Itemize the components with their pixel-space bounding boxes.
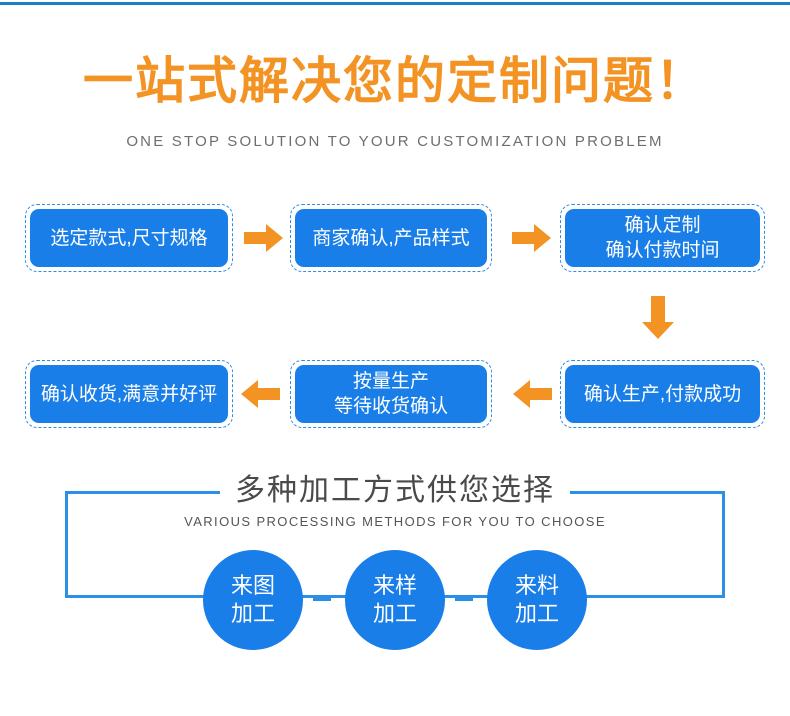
- flow-step-6-label: 确认生产,付款成功: [565, 365, 760, 423]
- flow-step-6: 确认生产,付款成功: [560, 360, 765, 428]
- arrow-left-icon: [512, 378, 552, 410]
- flow-step-4: 确认收货,满意并好评: [25, 360, 233, 428]
- flow-step-1-label: 选定款式,尺寸规格: [30, 209, 228, 267]
- flow-step-1: 选定款式,尺寸规格: [25, 204, 233, 272]
- option-material-circle[interactable]: 来料 加工: [487, 550, 587, 650]
- arrow-right-icon: [244, 222, 284, 254]
- arrow-right-icon: [512, 222, 552, 254]
- flow-step-2-label: 商家确认,产品样式: [295, 209, 487, 267]
- flow-step-3-label: 确认定制 确认付款时间: [565, 209, 760, 267]
- arrow-down-icon: [640, 296, 676, 340]
- option-sample-circle[interactable]: 来样 加工: [345, 550, 445, 650]
- flow-step-2: 商家确认,产品样式: [290, 204, 492, 272]
- flow-step-3: 确认定制 确认付款时间: [560, 204, 765, 272]
- flow-step-5: 按量生产 等待收货确认: [290, 360, 492, 428]
- processing-methods-title: 多种加工方式供您选择: [235, 474, 555, 507]
- flow-step-5-label: 按量生产 等待收货确认: [295, 365, 487, 423]
- page-subtitle: ONE STOP SOLUTION TO YOUR CUSTOMIZATION …: [126, 133, 664, 150]
- page-title: 一站式解决您的定制问题！: [83, 53, 707, 109]
- arrow-left-icon: [240, 378, 280, 410]
- option-drawing-circle[interactable]: 来图 加工: [203, 550, 303, 650]
- frame-title-gap: [220, 486, 570, 500]
- circle-connector: [313, 598, 331, 601]
- circle-connector: [455, 598, 473, 601]
- top-accent-rule: [0, 2, 790, 5]
- processing-methods-subtitle: VARIOUS PROCESSING METHODS FOR YOU TO CH…: [184, 514, 606, 529]
- flow-step-4-label: 确认收货,满意并好评: [30, 365, 228, 423]
